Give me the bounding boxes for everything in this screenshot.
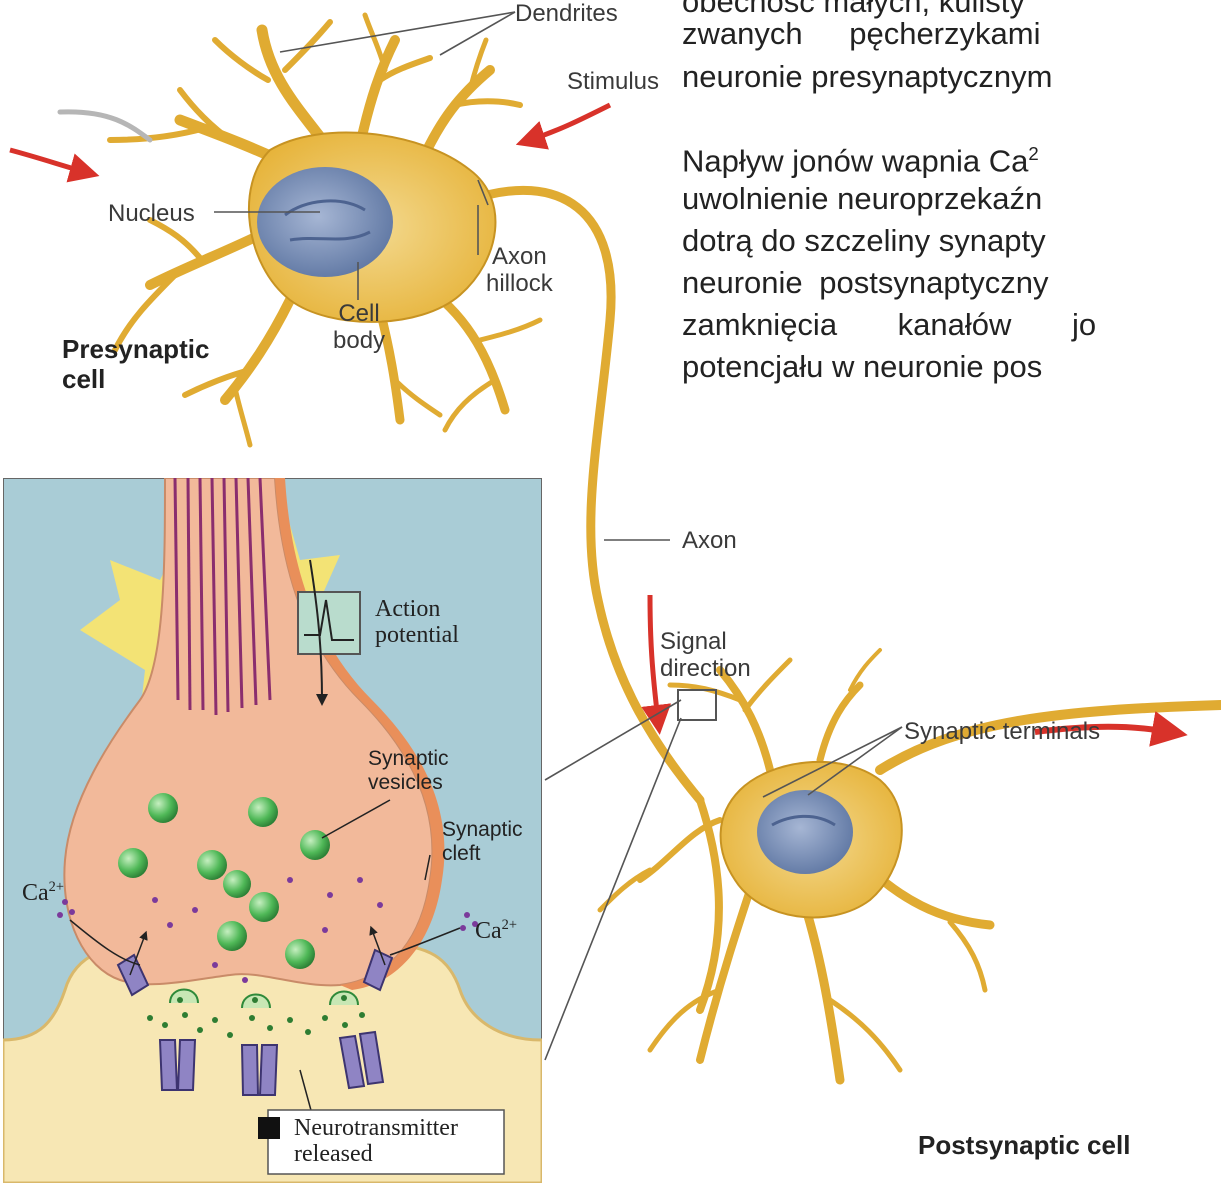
nucleus bbox=[257, 167, 393, 277]
label-synaptic-cleft: Synaptic cleft bbox=[442, 818, 523, 866]
polish-line-7: neuronie postsynaptyczny bbox=[682, 264, 1048, 302]
synapse-zoom-box bbox=[678, 690, 716, 720]
vesicle bbox=[249, 892, 279, 922]
label-signal-direction-line1: Signal bbox=[660, 628, 751, 655]
vesicle bbox=[197, 850, 227, 880]
dendrite bbox=[235, 388, 250, 445]
dendrite bbox=[262, 30, 330, 150]
vesicle bbox=[285, 939, 315, 969]
label-presynaptic-cell-line2: cell bbox=[62, 364, 209, 394]
dendrite bbox=[225, 300, 290, 400]
ca-right-charge: 2+ bbox=[502, 917, 517, 933]
polish-line-3: neuronie presynaptycznym bbox=[682, 58, 1052, 96]
label-synaptic-vesicles-line2: vesicles bbox=[368, 771, 449, 795]
vesicle bbox=[217, 921, 247, 951]
label-postsynaptic-cell: Postsynaptic cell bbox=[918, 1130, 1130, 1160]
action-potential-graph bbox=[298, 592, 360, 654]
vesicle bbox=[118, 848, 148, 878]
label-ca-right: Ca2+ bbox=[475, 912, 517, 944]
presynaptic-soma bbox=[249, 133, 496, 322]
signal-direction-arrow bbox=[650, 595, 658, 720]
label-synaptic-vesicles-line1: Synaptic bbox=[368, 747, 449, 771]
polish-line-4-sup: 2 bbox=[1028, 143, 1038, 164]
label-neurotransmitter-line2: released bbox=[294, 1141, 458, 1167]
vesicle bbox=[300, 830, 330, 860]
postsynaptic-soma bbox=[678, 690, 902, 917]
polish-line-4-text: Napływ jonów wapnia Ca bbox=[682, 143, 1028, 178]
label-cell-body-line1: Cell bbox=[333, 300, 385, 327]
stimulus-arrow-left bbox=[10, 150, 85, 172]
label-action-potential: Action potential bbox=[375, 596, 459, 648]
label-synaptic-terminals: Synaptic terminals bbox=[904, 718, 1100, 745]
label-stimulus: Stimulus bbox=[567, 68, 659, 95]
postsynaptic-neuron bbox=[600, 650, 1221, 1080]
label-neurotransmitter-released: Neurotransmitter released bbox=[294, 1115, 458, 1167]
dendrite bbox=[60, 112, 150, 140]
polish-line-2: zwanych pęcherzykami bbox=[682, 15, 1040, 53]
dendrite bbox=[480, 320, 540, 340]
vesicle bbox=[223, 870, 251, 898]
vesicle bbox=[148, 793, 178, 823]
ca-right-symbol: Ca bbox=[475, 918, 502, 944]
label-signal-direction-line2: direction bbox=[660, 655, 751, 682]
label-synaptic-vesicles: Synaptic vesicles bbox=[368, 747, 449, 795]
black-square-marker bbox=[258, 1117, 280, 1139]
dendrite bbox=[285, 22, 330, 70]
polish-line-4: Napływ jonów wapnia Ca2 bbox=[682, 135, 1039, 180]
label-ca-left: Ca2+ bbox=[22, 874, 64, 906]
label-axon-hillock: Axon hillock bbox=[486, 243, 553, 297]
dendrite bbox=[110, 128, 205, 140]
polish-line-8: zamknięcia kanałów jo bbox=[682, 306, 1096, 344]
label-axon-hillock-line2: hillock bbox=[486, 270, 553, 297]
label-signal-direction: Signal direction bbox=[660, 628, 751, 682]
polish-line-5: uwolnienie neuroprzekaźn bbox=[682, 180, 1042, 218]
label-cell-body-line2: body bbox=[333, 327, 385, 354]
ca-left-charge: 2+ bbox=[49, 879, 64, 895]
dendrite bbox=[445, 380, 495, 430]
polish-line-6: dotrą do szczeliny synapty bbox=[682, 222, 1046, 260]
polish-line-9: potencjału w neuronie pos bbox=[682, 348, 1042, 386]
label-neurotransmitter-line1: Neurotransmitter bbox=[294, 1115, 458, 1141]
label-axon: Axon bbox=[682, 527, 737, 554]
dendrite bbox=[455, 101, 520, 105]
label-cell-body: Cell body bbox=[333, 300, 385, 354]
label-presynaptic-cell-line1: Presynaptic bbox=[62, 334, 209, 364]
label-presynaptic-cell: Presynaptic cell bbox=[62, 334, 209, 394]
dendrite bbox=[360, 40, 395, 145]
label-synaptic-cleft-line1: Synaptic bbox=[442, 818, 523, 842]
label-action-potential-line1: Action bbox=[375, 596, 459, 622]
label-synaptic-cleft-line2: cleft bbox=[442, 842, 523, 866]
ca-left-symbol: Ca bbox=[22, 880, 49, 906]
stimulus-arrow-right bbox=[530, 105, 610, 140]
label-dendrites: Dendrites bbox=[515, 0, 618, 27]
label-nucleus: Nucleus bbox=[108, 200, 195, 227]
polish-text-block: obecność małych, kulisty zwanych pęcherz… bbox=[682, 0, 1221, 480]
label-action-potential-line2: potential bbox=[375, 622, 459, 648]
dendrite bbox=[365, 15, 385, 70]
label-axon-hillock-line1: Axon bbox=[486, 243, 553, 270]
vesicle bbox=[248, 797, 278, 827]
